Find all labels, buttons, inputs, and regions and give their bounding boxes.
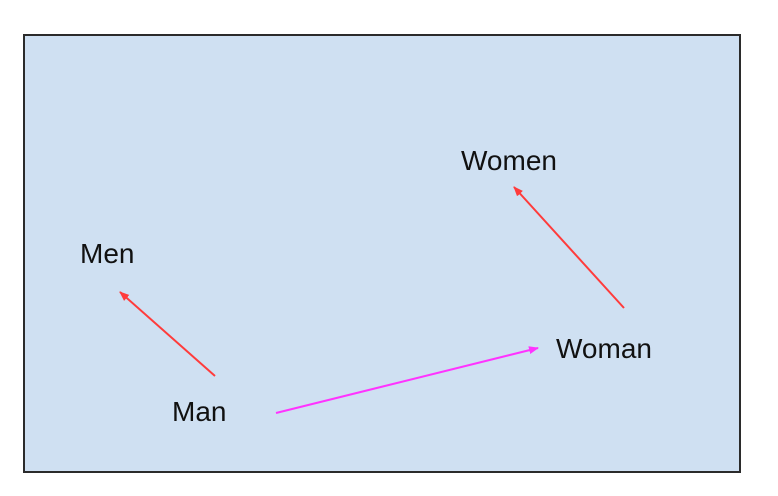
label-woman: Woman: [556, 333, 652, 364]
label-women: Women: [461, 145, 557, 176]
label-men: Men: [80, 238, 135, 269]
label-man: Man: [172, 396, 227, 427]
